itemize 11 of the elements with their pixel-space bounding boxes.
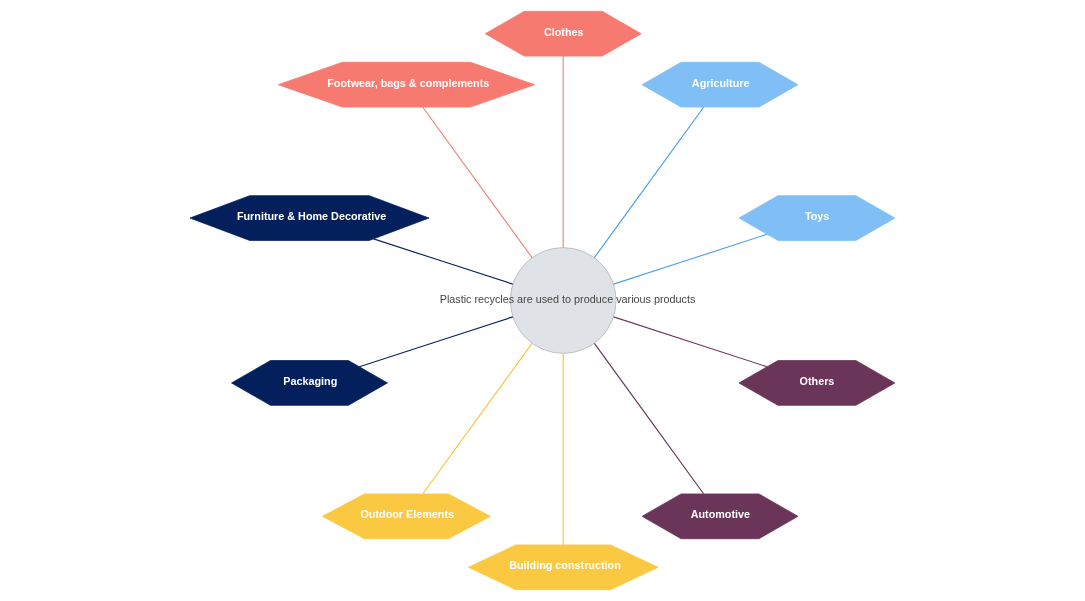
connector xyxy=(358,316,514,368)
connector xyxy=(422,342,533,495)
connector xyxy=(613,233,768,285)
connector xyxy=(562,55,564,249)
node-label: Plastic recycles are used to produce various products xyxy=(439,293,696,306)
connector xyxy=(422,106,533,259)
connector xyxy=(593,106,705,259)
connector xyxy=(373,238,514,285)
connector xyxy=(593,342,705,495)
connector xyxy=(562,352,564,546)
connector xyxy=(613,316,768,368)
